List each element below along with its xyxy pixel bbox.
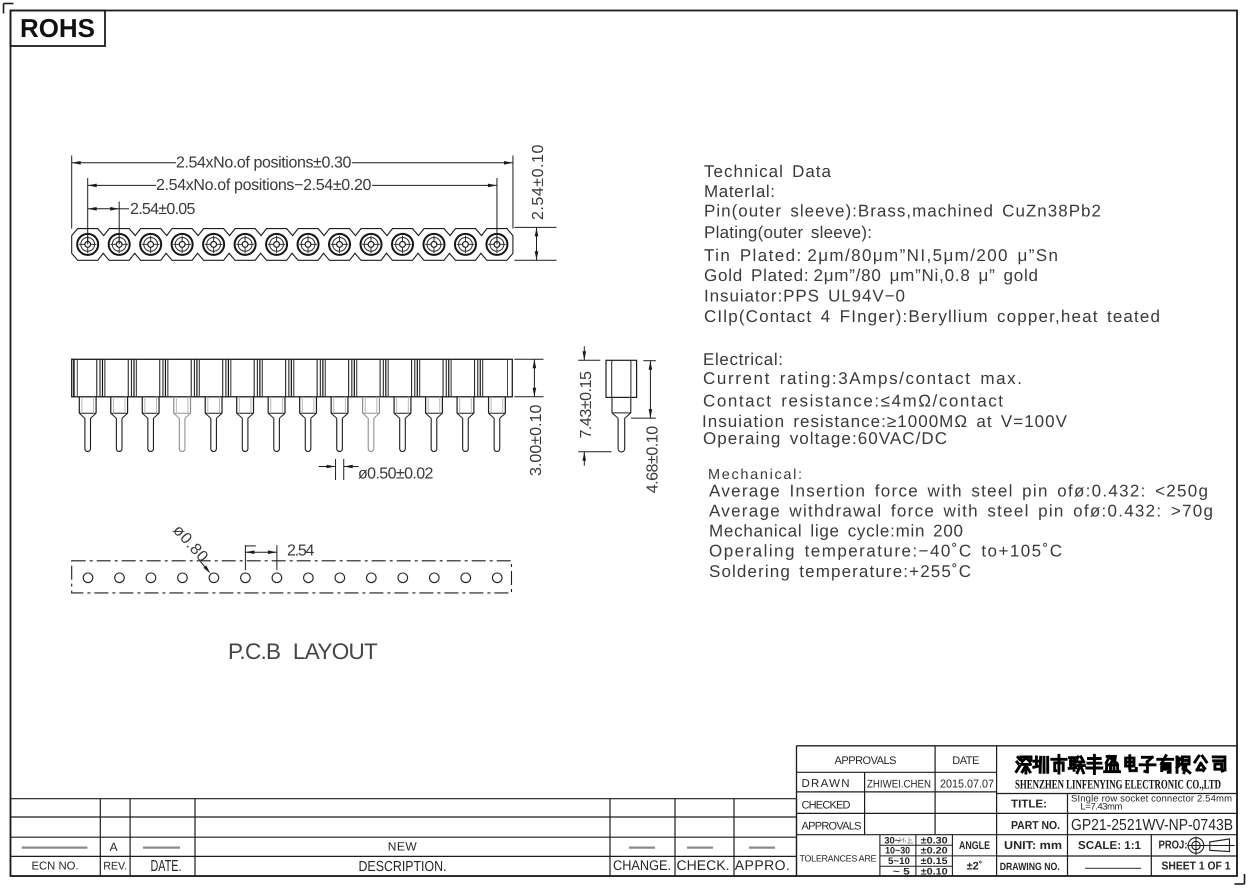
svg-text:ANGLE: ANGLE — [959, 840, 990, 852]
svg-text:±0.15: ±0.15 — [921, 856, 949, 867]
svg-text:L=7.43mm: L=7.43mm — [1080, 802, 1122, 813]
svg-text:P.C.B LAYOUT: P.C.B LAYOUT — [228, 639, 380, 664]
svg-text:10~30: 10~30 — [885, 846, 910, 857]
svg-text:CIlp(Contact 4 FInger):Beryl: CIlp(Contact 4 FInger):Beryllium copper,… — [704, 307, 1161, 326]
svg-text:PROJ:: PROJ: — [1159, 840, 1188, 852]
svg-text:SCALE: 1:1: SCALE: 1:1 — [1078, 840, 1142, 852]
svg-text:Soldering temperature:+255˚C: Soldering temperature:+255˚C — [709, 562, 972, 581]
svg-text:Operaing voltage:60VAC/DC: Operaing voltage:60VAC/DC — [703, 429, 948, 448]
svg-text:ROHS: ROHS — [20, 13, 95, 43]
svg-text:Contact resistance:≤4mΩ/conta: Contact resistance:≤4mΩ/contact — [703, 392, 1004, 411]
svg-text:5~10: 5~10 — [888, 856, 910, 867]
svg-text:4.68±0.10: 4.68±0.10 — [645, 425, 662, 493]
svg-text:±0.20: ±0.20 — [921, 846, 948, 857]
svg-text:ECN NO.: ECN NO. — [32, 861, 79, 873]
svg-text:Insuiator:PPS UL94V−0: Insuiator:PPS UL94V−0 — [704, 287, 906, 306]
svg-text:2.54±0.10: 2.54±0.10 — [530, 144, 547, 220]
svg-text:±0.10: ±0.10 — [921, 866, 948, 877]
svg-text:TITLE:: TITLE: — [1011, 799, 1047, 811]
svg-text:2.54xNo.of positions−2.54±0.2: 2.54xNo.of positions−2.54±0.20 — [156, 177, 372, 194]
svg-text:NEW: NEW — [388, 840, 418, 854]
svg-text:A: A — [110, 840, 118, 854]
svg-text:SHENZHEN LINFENYING ELECTRONIC: SHENZHEN LINFENYING ELECTRONIC CO.,LTD — [1015, 777, 1221, 792]
svg-text:Average withdrawal force with: Average withdrawal force with steel pin … — [709, 502, 1214, 521]
svg-text:PART NO.: PART NO. — [1011, 820, 1060, 832]
svg-text:DRAWING NO.: DRAWING NO. — [1000, 861, 1060, 873]
svg-text:Technical Data: Technical Data — [704, 162, 832, 181]
svg-text:Average Insertion force with s: Average Insertion force with steel pin o… — [709, 482, 1209, 501]
svg-text:Plating(outer sleeve):: Plating(outer sleeve): — [704, 223, 873, 242]
svg-text:Insuiation resistance:≥1000MΩ: Insuiation resistance:≥1000MΩ at V=100V — [702, 412, 1068, 431]
svg-text:Gold Plated: 2μm”/80 μm”Ni,0.: Gold Plated: 2μm”/80 μm”Ni,0.8 μ” gold — [704, 266, 1039, 285]
svg-text:SHEET 1 OF 1: SHEET 1 OF 1 — [1162, 860, 1232, 872]
svg-text:3.00±0.10: 3.00±0.10 — [528, 404, 545, 476]
svg-text:Operaling temperature:−40˚C: Operaling temperature:−40˚C to+105˚C — [709, 542, 1063, 561]
svg-text:Tin Plated: 2μm/80μm”NI,5μm/2: Tin Plated: 2μm/80μm”NI,5μm/200 μ”Sn — [704, 246, 1059, 265]
svg-text:SIngle row socket connector: SIngle row socket connector 2.54mm — [1071, 793, 1232, 804]
svg-text:2.54: 2.54 — [287, 543, 315, 560]
svg-text:ø0.50±0.02: ø0.50±0.02 — [358, 466, 434, 483]
svg-text:CHANGE.: CHANGE. — [613, 857, 671, 873]
svg-text:2.54xNo.of positions±0.30: 2.54xNo.of positions±0.30 — [176, 155, 352, 172]
svg-text:2015.07.07: 2015.07.07 — [940, 779, 994, 791]
svg-text:CHECK.: CHECK. — [677, 857, 730, 873]
svg-text:DATE: DATE — [952, 755, 979, 767]
svg-text:Mechanical:: Mechanical: — [708, 467, 804, 483]
svg-text:UNIT: mm: UNIT: mm — [1004, 840, 1062, 852]
svg-text:Pin(outer sleeve):Brass,machi: Pin(outer sleeve):Brass,machined CuZn38P… — [704, 202, 1102, 221]
svg-text:±2˚: ±2˚ — [967, 861, 983, 873]
svg-text:TOLERANCES ARE: TOLERANCES ARE — [800, 854, 877, 864]
svg-text:DRAWN: DRAWN — [802, 778, 850, 790]
svg-text:MaterIal:: MaterIal: — [704, 182, 776, 201]
svg-text:DESCRIPTION.: DESCRIPTION. — [359, 859, 447, 875]
svg-text:Current rating:3Amps/contact: Current rating:3Amps/contact max. — [703, 369, 1023, 388]
svg-text:CHECKED: CHECKED — [802, 800, 851, 812]
svg-text:GP21-2521WV-NP-0743B: GP21-2521WV-NP-0743B — [1071, 817, 1233, 834]
svg-text:APPRO.: APPRO. — [735, 857, 790, 873]
svg-text:30~: 30~ — [884, 835, 901, 846]
svg-text:REV.: REV. — [103, 861, 127, 873]
svg-text:7.43±0.15: 7.43±0.15 — [578, 371, 595, 439]
svg-text:DATE.: DATE. — [151, 858, 182, 875]
svg-text:±0.30: ±0.30 — [921, 835, 948, 846]
svg-text:~ 5: ~ 5 — [893, 866, 911, 877]
svg-text:APPROVALS: APPROVALS — [802, 821, 862, 833]
svg-text:Electrical:: Electrical: — [703, 350, 784, 369]
svg-text:2.54±0.05: 2.54±0.05 — [130, 201, 196, 218]
svg-text:Mechanical lige cycle:min 2: Mechanical lige cycle:min 200 — [709, 522, 964, 541]
svg-text:APPROVALS: APPROVALS — [835, 755, 897, 767]
svg-text:ZHIWEI.CHEN: ZHIWEI.CHEN — [867, 779, 931, 791]
